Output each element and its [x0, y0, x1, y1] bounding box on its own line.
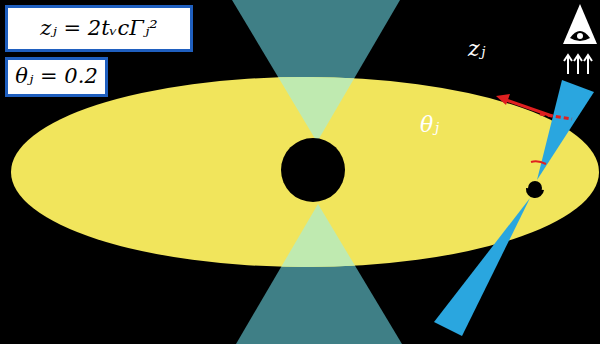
eye-icon — [563, 4, 597, 44]
eye-icon — [577, 33, 583, 39]
cone-overlap — [236, 204, 402, 344]
axis-label: zⱼ — [468, 36, 485, 62]
formula-box: zⱼ = 2tᵥcΓⱼ² — [5, 5, 193, 52]
eye-icon — [570, 31, 590, 41]
formula-text: θⱼ = 0.2 — [15, 64, 98, 89]
upper-jet — [537, 80, 594, 180]
angle-arc — [531, 161, 546, 164]
black-hole — [281, 138, 345, 202]
small-black-hole — [528, 181, 542, 195]
light-arrows — [564, 55, 592, 74]
formula-text: zⱼ = 2tᵥcΓⱼ² — [40, 16, 157, 41]
cone-overlap — [232, 0, 400, 142]
arrowhead — [496, 94, 510, 105]
z-arrow — [506, 100, 552, 116]
axis-label: θⱼ — [420, 112, 439, 138]
formula-box: θⱼ = 0.2 — [5, 57, 108, 97]
lower-jet — [434, 198, 530, 336]
